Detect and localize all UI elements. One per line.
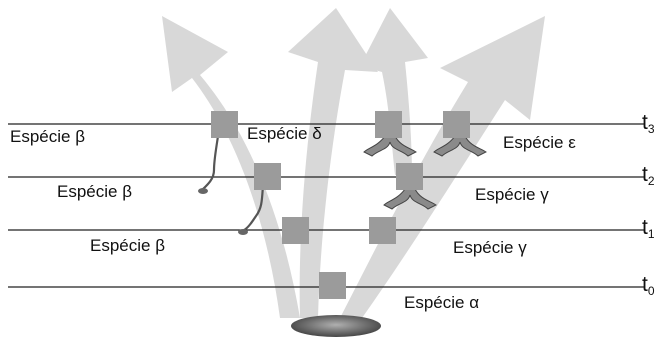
tail-tip-icon: [198, 188, 208, 194]
node-t3-delta: [375, 111, 402, 138]
middle-left-branch-arrow: [288, 8, 378, 318]
node-t0-alpha: [319, 272, 346, 299]
time-label-t3-name: t: [642, 111, 648, 134]
time-label-t2: t2: [642, 164, 655, 187]
label-t1-right: Espécie γ: [453, 238, 527, 257]
label-t1-left: Espécie β: [90, 236, 165, 255]
time-label-t0-sub: 0: [647, 284, 655, 298]
time-label-t2-name: t: [642, 163, 648, 186]
species-nodes: [211, 111, 470, 299]
time-label-t1: t1: [642, 217, 655, 240]
paw-icon: [383, 188, 437, 210]
branch-arrows: [162, 8, 545, 318]
label-t3-right: Espécie ε: [503, 133, 576, 152]
tail-tip-icon: [238, 229, 248, 235]
paw-icon: [433, 135, 487, 157]
time-label-t2-sub: 2: [647, 174, 655, 188]
tail-icon: [200, 134, 220, 192]
label-t0-root: Espécie α: [404, 293, 480, 312]
middle-right-branch-arrow: [360, 8, 428, 175]
tail-appendages: [200, 134, 265, 232]
label-t3-left: Espécie β: [10, 127, 85, 146]
time-label-t3-sub: 3: [647, 122, 655, 136]
tail-tips: [198, 188, 248, 235]
label-t2-right: Espécie γ: [475, 185, 549, 204]
time-label-t0-name: t: [642, 273, 648, 296]
left-branch-arrow: [162, 16, 300, 318]
time-label-t1-name: t: [642, 216, 648, 239]
origin-ellipse: [291, 315, 381, 337]
node-t2-beta: [254, 163, 281, 190]
label-t2-left: Espécie β: [57, 182, 132, 201]
time-label-t3: t3: [642, 112, 655, 135]
node-t1-gamma: [369, 217, 396, 244]
paw-icon: [363, 135, 417, 157]
node-t3-beta-delta: [211, 111, 238, 138]
node-t3-epsilon: [443, 111, 470, 138]
time-label-t0: t0: [642, 274, 655, 297]
time-label-t1-sub: 1: [647, 227, 655, 241]
node-t2-gamma: [396, 163, 423, 190]
paw-appendages: [363, 135, 487, 210]
tail-icon: [242, 183, 265, 232]
label-t3-middle: Espécie δ: [247, 124, 322, 143]
node-t1-beta: [282, 217, 309, 244]
